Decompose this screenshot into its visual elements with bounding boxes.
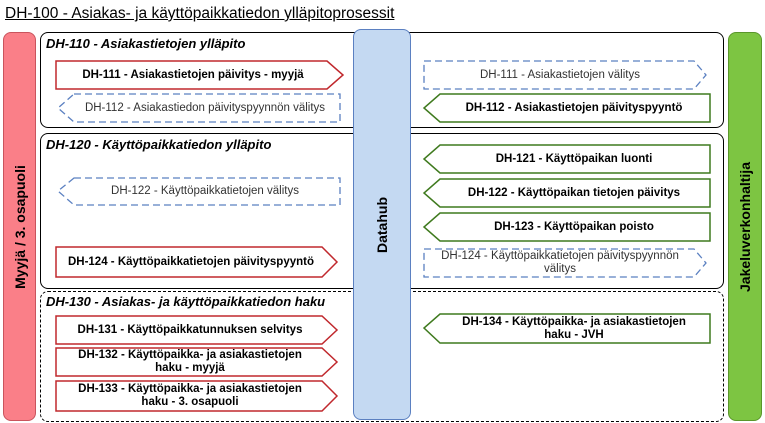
section-dh130-title: DH-130 - Asiakas- ja käyttöpaikkatiedon … [46, 294, 326, 309]
section-dh120-title: DH-120 - Käyttöpaikkatiedon ylläpito [46, 137, 272, 152]
process-dh123: DH-123 - Käyttöpaikan poisto [494, 220, 654, 233]
process-dh111-seller: DH-111 - Asiakastietojen päivitys - myyj… [82, 68, 304, 81]
arrow-dh121 [422, 144, 711, 174]
process-dh121: DH-121 - Käyttöpaikan luonti [495, 152, 653, 165]
process-dh133: DH-133 - Käyttöpaikka- ja asiakastietoje… [78, 383, 302, 408]
process-dh124-datahub: DH-124 - Käyttöpaikkatietojen päivityspy… [441, 250, 679, 275]
process-dh132: DH-132 - Käyttöpaikka- ja asiakastietoje… [78, 349, 302, 374]
process-dh122-datahub: DH-122 - Käyttöpaikkatietojen välitys [111, 185, 299, 197]
process-dh112-datahub: DH-112 - Asiakastiedon päivityspyynnön v… [84, 101, 326, 114]
page-title: DH-100 - Asiakas- ja käyttöpaikkatiedon … [5, 5, 395, 22]
lane-datahub: Datahub [353, 29, 411, 420]
lane-datahub-label: Datahub [374, 196, 390, 253]
process-dh112-dso: DH-112 - Asiakastietojen päivityspyyntö [465, 101, 683, 114]
arrow-dh132 [55, 347, 339, 377]
arrow-dh111-datahub [423, 60, 707, 90]
arrow-dh112-dso [422, 93, 711, 123]
lane-seller: Myyjä / 3. osapuoli [3, 32, 36, 421]
arrow-dh133 [55, 380, 339, 412]
lane-dso: Jakeluverkonhaltija [728, 32, 762, 421]
process-dh131: DH-131 - Käyttöpaikkatunnuksen selvitys [77, 323, 303, 336]
arrow-dh112-datahub [57, 93, 341, 123]
arrow-dh123 [422, 212, 711, 242]
arrow-dh124-datahub [423, 248, 707, 278]
process-dh111-datahub: DH-111 - Asiakastietojen välitys [479, 68, 640, 81]
process-dh134: DH-134 - Käyttöpaikka- ja asiakastietoje… [462, 315, 686, 341]
section-dh110-title: DH-110 - Asiakastietojen ylläpito [46, 36, 246, 51]
arrow-dh124-seller [55, 246, 339, 278]
process-dh122-dso: DH-122 - Käyttöpaikan tietojen päivitys [467, 186, 681, 199]
arrow-dh111-seller [55, 60, 345, 90]
arrow-dh131 [55, 315, 339, 345]
process-dh124-seller: DH-124 - Käyttöpaikkatietojen päivityspy… [67, 255, 315, 268]
arrow-dh134 [422, 313, 711, 344]
arrow-dh122-datahub [56, 177, 341, 206]
arrow-dh122-dso [422, 178, 711, 208]
